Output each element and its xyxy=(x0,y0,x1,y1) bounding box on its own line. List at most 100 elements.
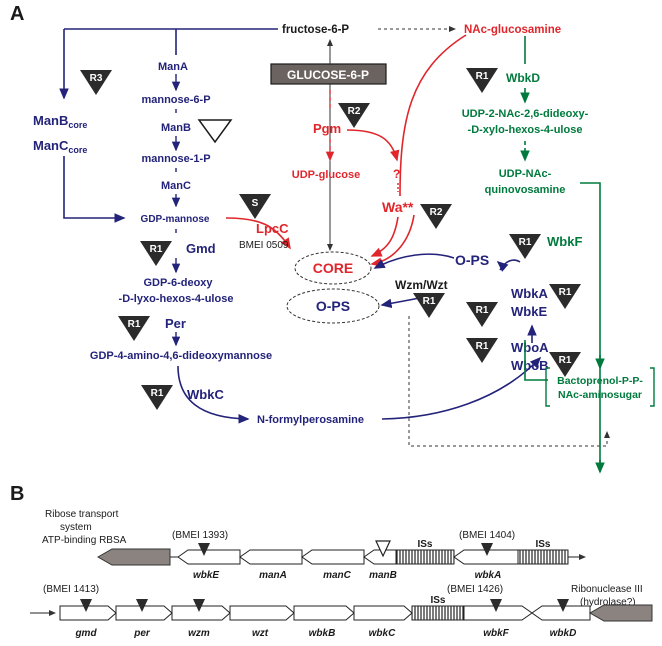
udp-glucose-label: UDP-glucose xyxy=(292,169,360,181)
svg-text:wbkA: wbkA xyxy=(475,570,502,581)
marker-r1-wboa: R1 xyxy=(466,338,498,363)
mannose-1-p-label: mannose-1-P xyxy=(141,153,210,165)
wboa-label: WboA xyxy=(511,340,549,355)
dashed-return-path xyxy=(408,316,610,447)
iss-block-3 xyxy=(411,605,465,621)
iss-block-1 xyxy=(395,549,455,565)
manc-core-label: ManCcore xyxy=(33,138,87,155)
open-marker-manb-gene xyxy=(375,540,391,558)
marker-r1-wzm: R1 xyxy=(413,293,445,318)
gene-wbkf: wbkF xyxy=(463,605,533,639)
udp-nac-to-bactoprenol-line xyxy=(580,182,601,470)
gene-mana: manA xyxy=(239,549,303,581)
svg-text:R2: R2 xyxy=(348,106,361,117)
iss-block-2 xyxy=(517,549,569,565)
marker-r1-wbke: R1 xyxy=(466,302,498,327)
ribose-label-2: system xyxy=(60,522,92,533)
wbkf-label: WbkF xyxy=(547,234,582,249)
gdp-4-amino-label: GDP-4-amino-4,6-dideoxymannose xyxy=(90,350,272,362)
ribonuclease-label-1: Ribonuclease III xyxy=(571,584,643,595)
gdp-6-deoxy-label-2: -D-lyxo-hexos-4-ulose xyxy=(119,293,234,305)
marker-r1-wbkd: R1 xyxy=(466,68,498,93)
glucose-6-p-label: GLUCOSE-6-P xyxy=(287,68,369,82)
per-label: Per xyxy=(165,316,186,331)
svg-text:wbkE: wbkE xyxy=(193,570,219,581)
svg-text:R1: R1 xyxy=(151,388,164,399)
iss-label-2: ISs xyxy=(535,539,550,550)
svg-text:per: per xyxy=(133,628,151,639)
ribonuclease-label-2: (hydrolase?) xyxy=(580,597,636,608)
svg-text:wbkC: wbkC xyxy=(369,628,396,639)
gene-manc: manC xyxy=(301,549,365,581)
bracket-right xyxy=(650,367,655,407)
gene-rbsa-arrow xyxy=(96,548,171,566)
bmei-1404-label: (BMEI 1404) xyxy=(459,530,515,541)
svg-text:R1: R1 xyxy=(559,287,572,298)
svg-text:R1: R1 xyxy=(476,305,489,316)
gdp-mannose-label: GDP-mannose xyxy=(141,214,210,225)
bracket-left xyxy=(545,367,550,407)
bactoprenol-label-1: Bactoprenol-P-P- xyxy=(557,375,643,387)
svg-text:R1: R1 xyxy=(476,71,489,82)
svg-text:manB: manB xyxy=(369,570,397,581)
question-label: ? xyxy=(393,167,400,181)
marker-wbkd-gene xyxy=(557,599,569,612)
wa-label: Wa** xyxy=(382,199,414,215)
wbka-to-ops-line xyxy=(499,259,521,271)
wbob-label: WboB xyxy=(511,358,549,373)
ribose-label-1: Ribose transport xyxy=(45,509,119,520)
svg-text:wbkD: wbkD xyxy=(550,628,577,639)
panel-b-label: B xyxy=(10,483,24,505)
svg-text:wbkF: wbkF xyxy=(483,628,509,639)
wzm-wzt-label: Wzm/Wzt xyxy=(395,278,448,292)
svg-text:R1: R1 xyxy=(423,296,436,307)
mannose-6-p-label: mannose-6-P xyxy=(141,94,210,106)
wbkd-label: WbkD xyxy=(506,71,540,85)
svg-text:manC: manC xyxy=(323,570,352,581)
wbka-label: WbkA xyxy=(511,286,548,301)
manb-core-label: ManBcore xyxy=(33,113,87,130)
svg-text:gmd: gmd xyxy=(74,628,97,639)
core-to-gdp-mannose-arrow xyxy=(63,156,126,223)
marker-wbkf-gene xyxy=(490,599,502,612)
marker-wbka-gene xyxy=(481,543,493,556)
gene-ribonuclease-arrow xyxy=(588,604,653,622)
wboa-green-link xyxy=(524,340,548,381)
nac-glucosamine-label: NAc-glucosamine xyxy=(464,24,561,36)
ops-to-core-arrow xyxy=(373,253,455,269)
marker-r1-wbka: R1 xyxy=(549,284,581,309)
svg-text:S: S xyxy=(252,198,259,209)
svg-text:R3: R3 xyxy=(90,73,103,84)
bmei-0509-label: BMEI 0509 xyxy=(239,240,289,251)
wbkc-arrow xyxy=(177,365,250,424)
pgm-to-wa-arrow xyxy=(346,129,400,162)
panel-a-label: A xyxy=(10,3,24,25)
gene-wbke: wbkE xyxy=(177,549,241,581)
udp-nac-label-2: quinovosamine xyxy=(485,184,566,196)
bmei-1393-label: (BMEI 1393) xyxy=(172,530,228,541)
gene-wzm: wzm xyxy=(171,605,231,639)
marker-wbke-gene xyxy=(198,543,210,556)
ops-right-label: O-PS xyxy=(455,252,489,268)
gene-wbka: wbkA xyxy=(453,549,519,581)
gene-wbkb: wbkB xyxy=(293,605,355,639)
bactoprenol-label-2: NAc-aminosugar xyxy=(558,389,642,401)
svg-text:R2: R2 xyxy=(430,207,443,218)
marker-r1-wbkf: R1 xyxy=(509,234,541,259)
svg-text:wbkB: wbkB xyxy=(309,628,336,639)
n-formylperosamine-label: N-formylperosamine xyxy=(257,414,364,426)
udp-2-nac-label-2: -D-xylo-hexos-4-ulose xyxy=(468,124,583,136)
wbkc-label: WbkC xyxy=(187,387,224,402)
ops-left-ellipse xyxy=(286,288,380,324)
gmd-label: Gmd xyxy=(186,241,216,256)
ops-left-label: O-PS xyxy=(316,298,350,314)
core-label: CORE xyxy=(313,260,353,276)
gene-wbkd: wbkD xyxy=(531,605,591,639)
marker-r3-manb-core: R3 xyxy=(80,70,112,95)
lpcc-label: LpcC xyxy=(256,221,289,236)
gene-wzt: wzt xyxy=(229,605,295,639)
marker-r2-wa: R2 xyxy=(420,204,452,229)
open-triangle-marker-manb xyxy=(197,119,233,144)
svg-text:wzm: wzm xyxy=(188,628,210,639)
fructose-6-p-label: fructose-6-P xyxy=(282,24,349,36)
